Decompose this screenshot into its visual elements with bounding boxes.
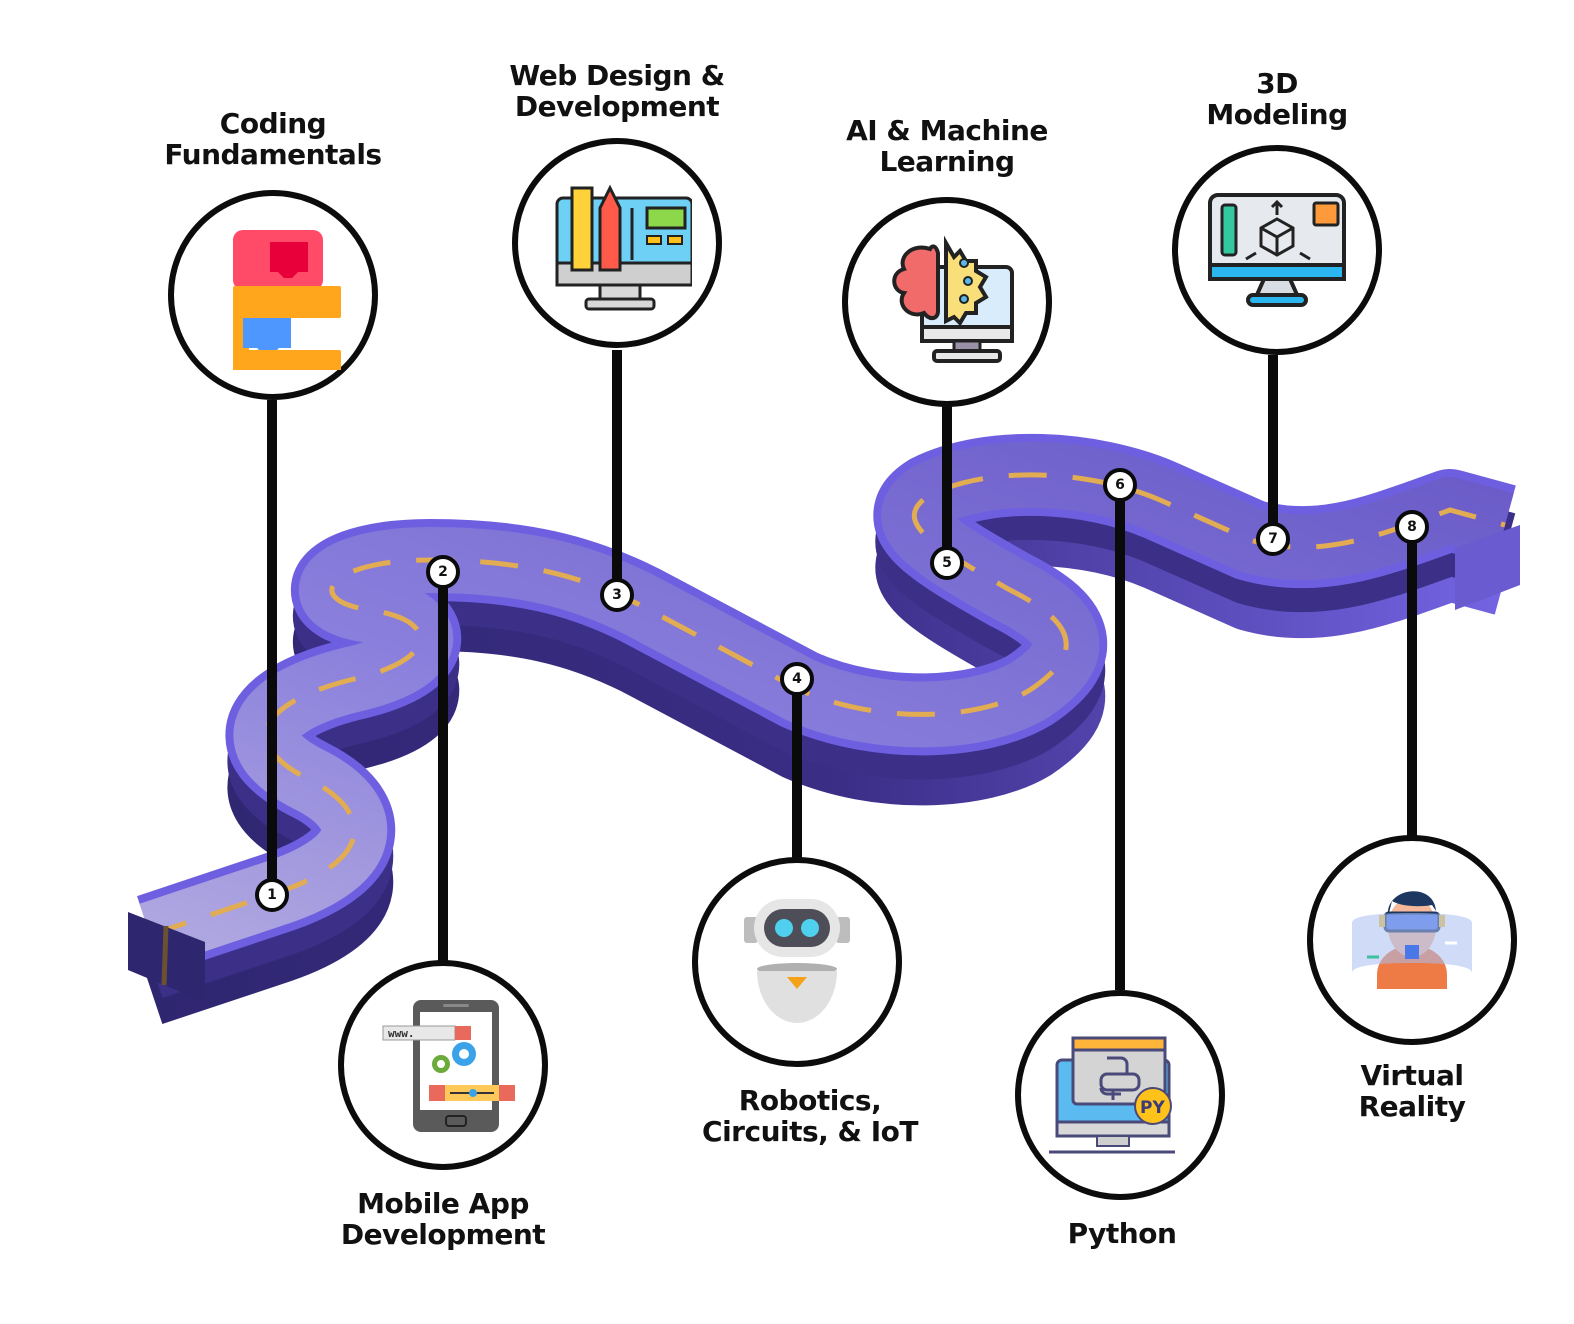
milestone-marker-5[interactable]: 5	[930, 546, 964, 580]
milestone-node-3[interactable]	[512, 138, 722, 348]
stem-8	[1407, 527, 1417, 837]
mobile-app-icon: www.	[382, 1000, 515, 1132]
milestone-marker-3[interactable]: 3	[600, 578, 634, 612]
milestone-marker-2[interactable]: 2	[426, 555, 460, 589]
stem-3	[612, 350, 622, 595]
code-blocks-icon	[233, 230, 341, 370]
milestone-marker-7[interactable]: 7	[1256, 522, 1290, 556]
svg-text:www.: www.	[388, 1027, 415, 1040]
milestone-node-1[interactable]	[168, 190, 378, 400]
stem-1	[267, 400, 277, 895]
milestone-node-6[interactable]: PY	[1015, 990, 1225, 1200]
milestone-title-6: Python	[1067, 1217, 1177, 1250]
stem-6	[1115, 485, 1125, 990]
milestone-node-8[interactable]	[1307, 835, 1517, 1045]
stem-4	[792, 679, 802, 859]
milestone-marker-8[interactable]: 8	[1395, 510, 1429, 544]
milestone-title-2: Mobile App Development	[340, 1187, 546, 1251]
milestone-node-2[interactable]: www.	[338, 960, 548, 1170]
web-design-icon	[555, 184, 692, 311]
ai-brain-icon	[892, 235, 1014, 363]
milestone-marker-1[interactable]: 1	[255, 878, 289, 912]
3d-modeling-icon	[1208, 193, 1346, 307]
milestone-title-1: Coding Fundamentals	[164, 107, 382, 171]
milestone-title-7: 3D Modeling	[1206, 67, 1348, 131]
stem-5	[942, 405, 952, 563]
milestone-title-3: Web Design & Development	[509, 59, 725, 123]
svg-text:PY: PY	[1140, 1098, 1165, 1118]
milestone-marker-4[interactable]: 4	[780, 662, 814, 696]
milestone-marker-6[interactable]: 6	[1103, 468, 1137, 502]
milestone-title-8: Virtual Reality	[1358, 1059, 1466, 1123]
stem-2	[438, 572, 448, 962]
milestone-title-4: Robotics, Circuits, & IoT	[702, 1084, 918, 1148]
milestone-title-5: AI & Machine Learning	[846, 114, 1048, 178]
stem-7	[1268, 355, 1278, 539]
milestone-node-7[interactable]	[1172, 145, 1382, 355]
vr-headset-icon	[1352, 891, 1472, 989]
python-icon: PY	[1049, 1036, 1175, 1154]
milestone-node-4[interactable]	[692, 857, 902, 1067]
milestone-node-5[interactable]	[842, 197, 1052, 407]
robot-icon	[744, 899, 850, 1023]
